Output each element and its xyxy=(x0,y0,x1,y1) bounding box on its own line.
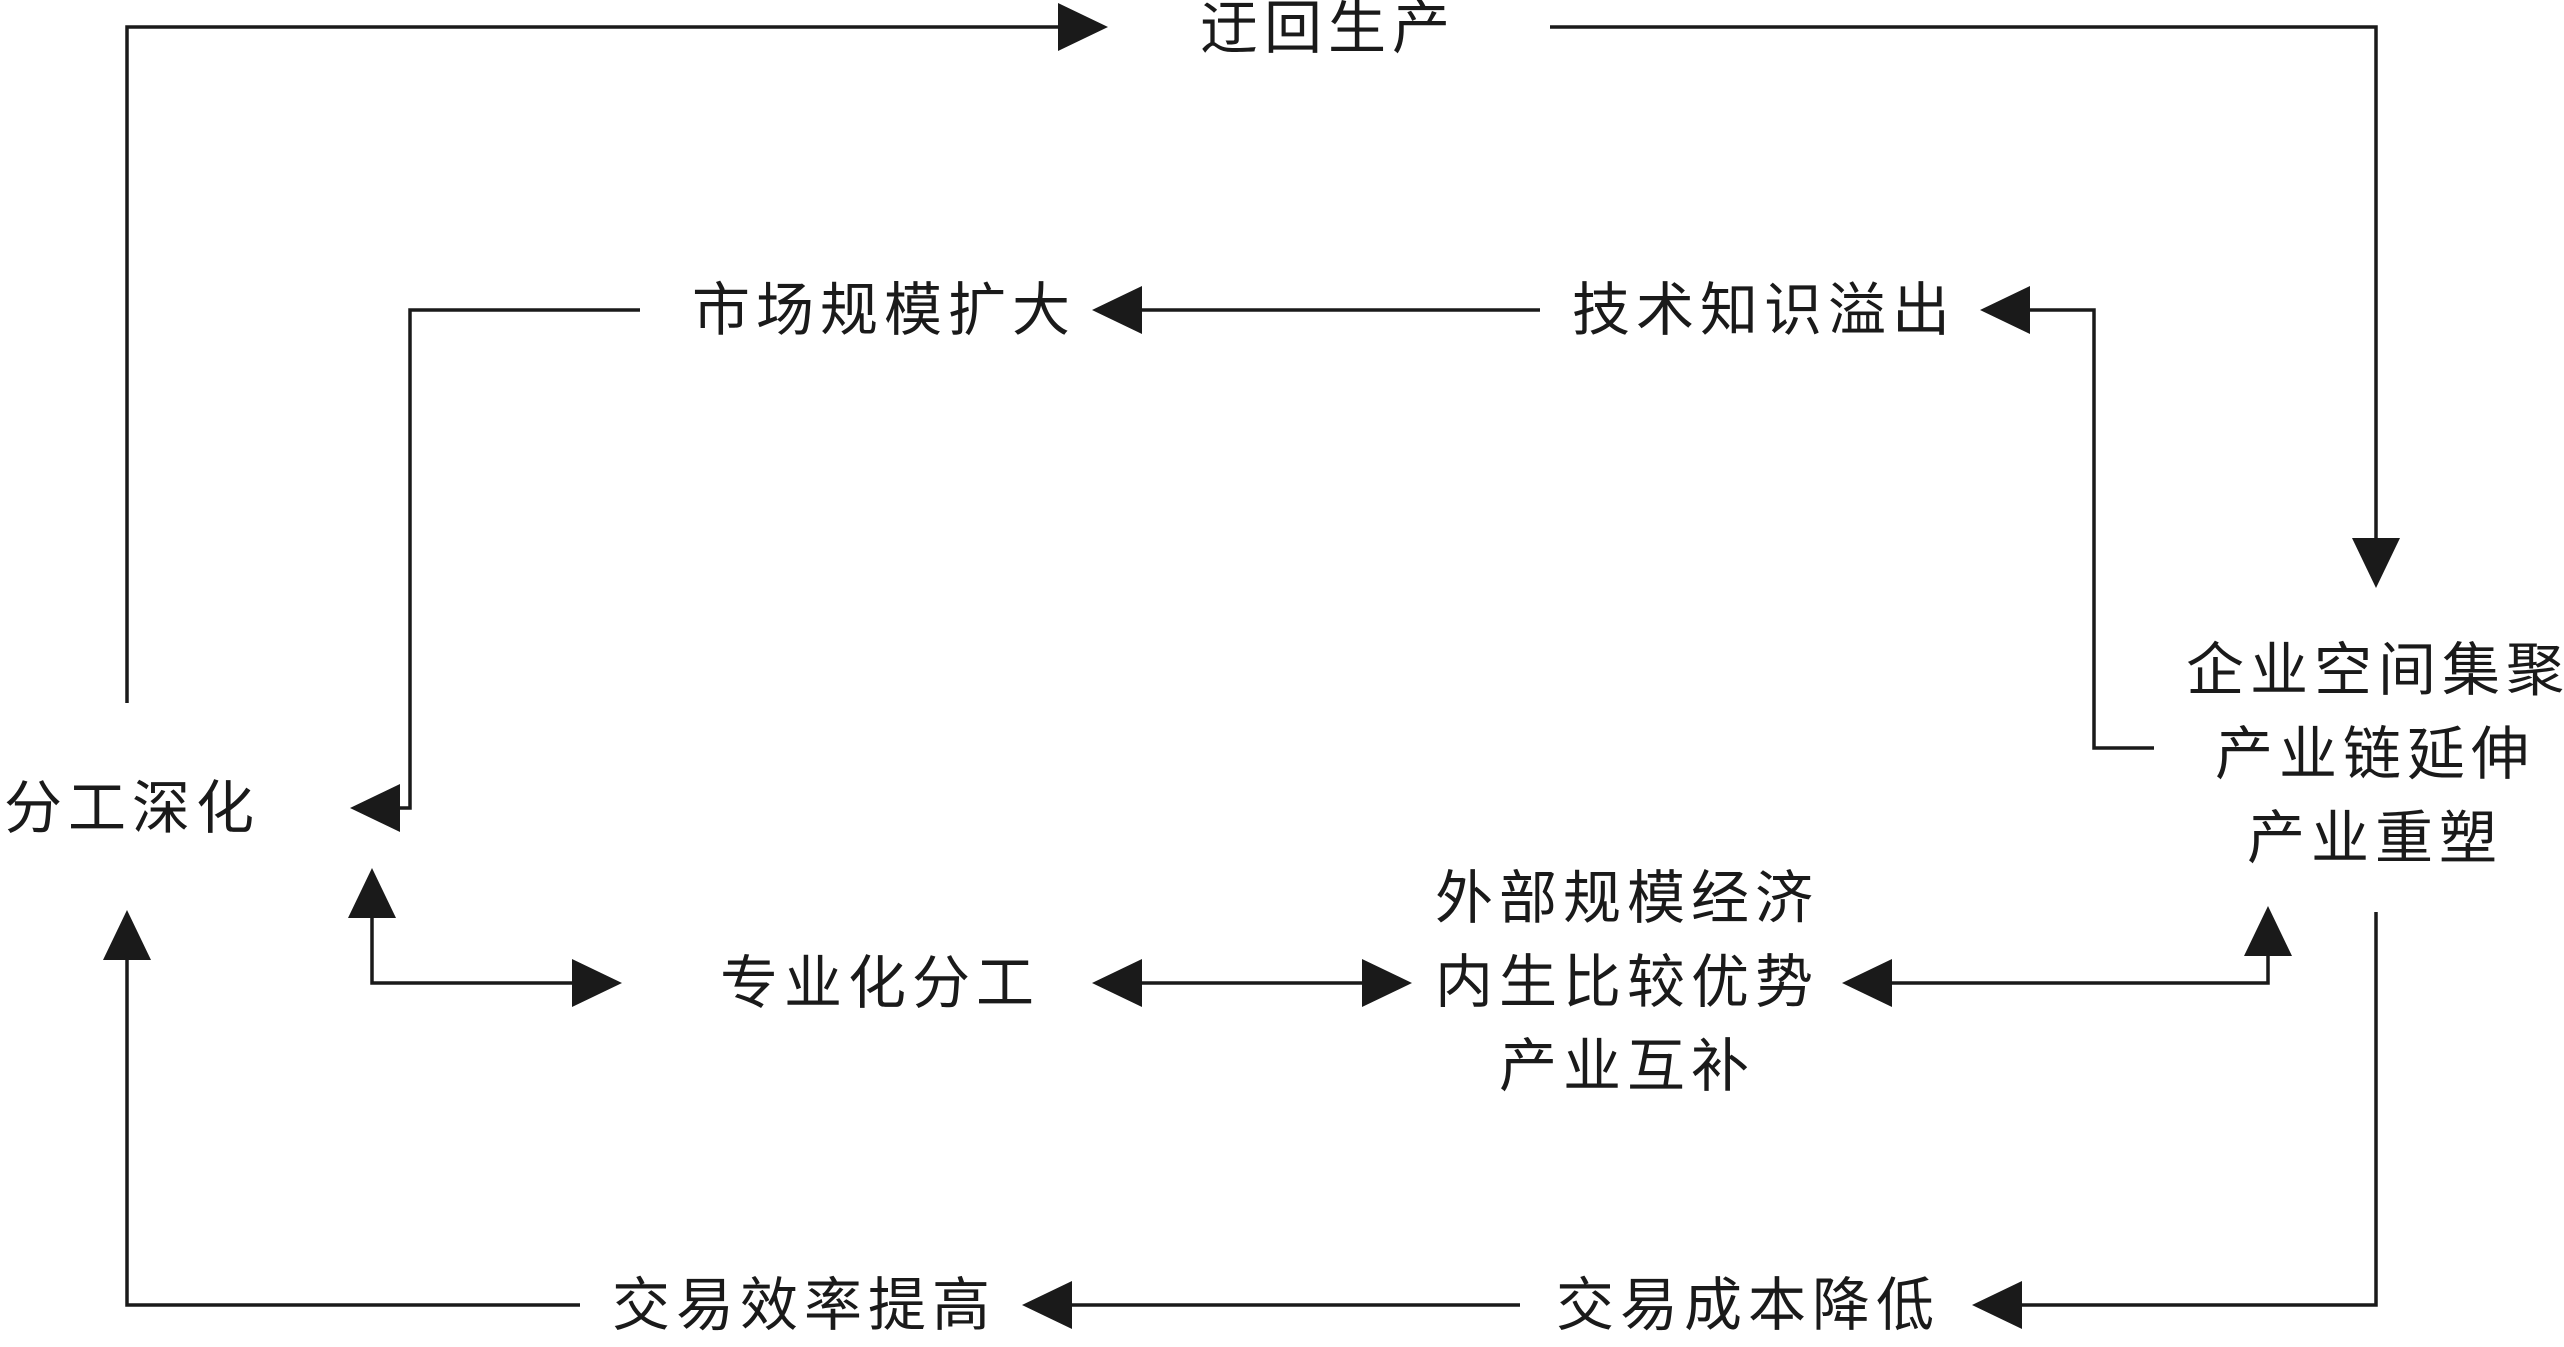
node-cluster-line-3: 产业重塑 xyxy=(2246,804,2503,872)
node-external-line-1: 外部规模经济 xyxy=(1434,864,1819,932)
node-external: 外部规模经济 内生比较优势 产业互补 xyxy=(1432,856,1822,1108)
arrow-roundabout-to-cluster xyxy=(1550,25,2378,540)
arrow-division-specialization xyxy=(370,916,574,985)
node-roundabout: 迂回生产 xyxy=(1200,0,1457,62)
arrow-market-to-division xyxy=(400,308,640,810)
arrowhead-left xyxy=(1842,959,1892,1007)
arrowhead-left xyxy=(1092,959,1142,1007)
arrowhead-left xyxy=(1022,1281,1072,1329)
arrow-division-to-roundabout xyxy=(125,25,1060,703)
arrowhead-left xyxy=(350,784,400,832)
arrowhead-up xyxy=(103,910,151,960)
node-external-line-2: 内生比较优势 xyxy=(1434,948,1819,1016)
arrow-cluster-to-spillover xyxy=(2028,308,2154,750)
arrow-efficiency-to-division xyxy=(125,958,580,1307)
arrowhead-right xyxy=(1058,3,1108,51)
arrowhead-right xyxy=(572,959,622,1007)
arrow-external-cluster xyxy=(1890,954,2270,985)
node-cluster-line-1: 企业空间集聚 xyxy=(2186,636,2564,704)
node-cluster: 企业空间集聚 产业链延伸 产业重塑 xyxy=(2186,628,2564,880)
arrowhead-left xyxy=(1980,286,2030,334)
arrowhead-left xyxy=(1092,286,1142,334)
node-cost: 交易成本降低 xyxy=(1556,1271,1941,1339)
arrowhead-up xyxy=(2244,906,2292,956)
arrowhead-left xyxy=(1972,1281,2022,1329)
node-division: 分工深化 xyxy=(4,774,261,842)
node-efficiency: 交易效率提高 xyxy=(612,1271,997,1339)
node-spillover: 技术知识溢出 xyxy=(1572,276,1957,344)
node-market: 市场规模扩大 xyxy=(692,276,1077,344)
arrowhead-up xyxy=(348,868,396,918)
node-specialization: 专业化分工 xyxy=(720,949,1041,1017)
arrow-cluster-to-cost xyxy=(2020,912,2378,1307)
arrowhead-right xyxy=(1362,959,1412,1007)
arrowhead-down xyxy=(2352,538,2400,588)
node-cluster-line-2: 产业链延伸 xyxy=(2214,720,2535,788)
node-external-line-3: 产业互补 xyxy=(1498,1032,1755,1100)
